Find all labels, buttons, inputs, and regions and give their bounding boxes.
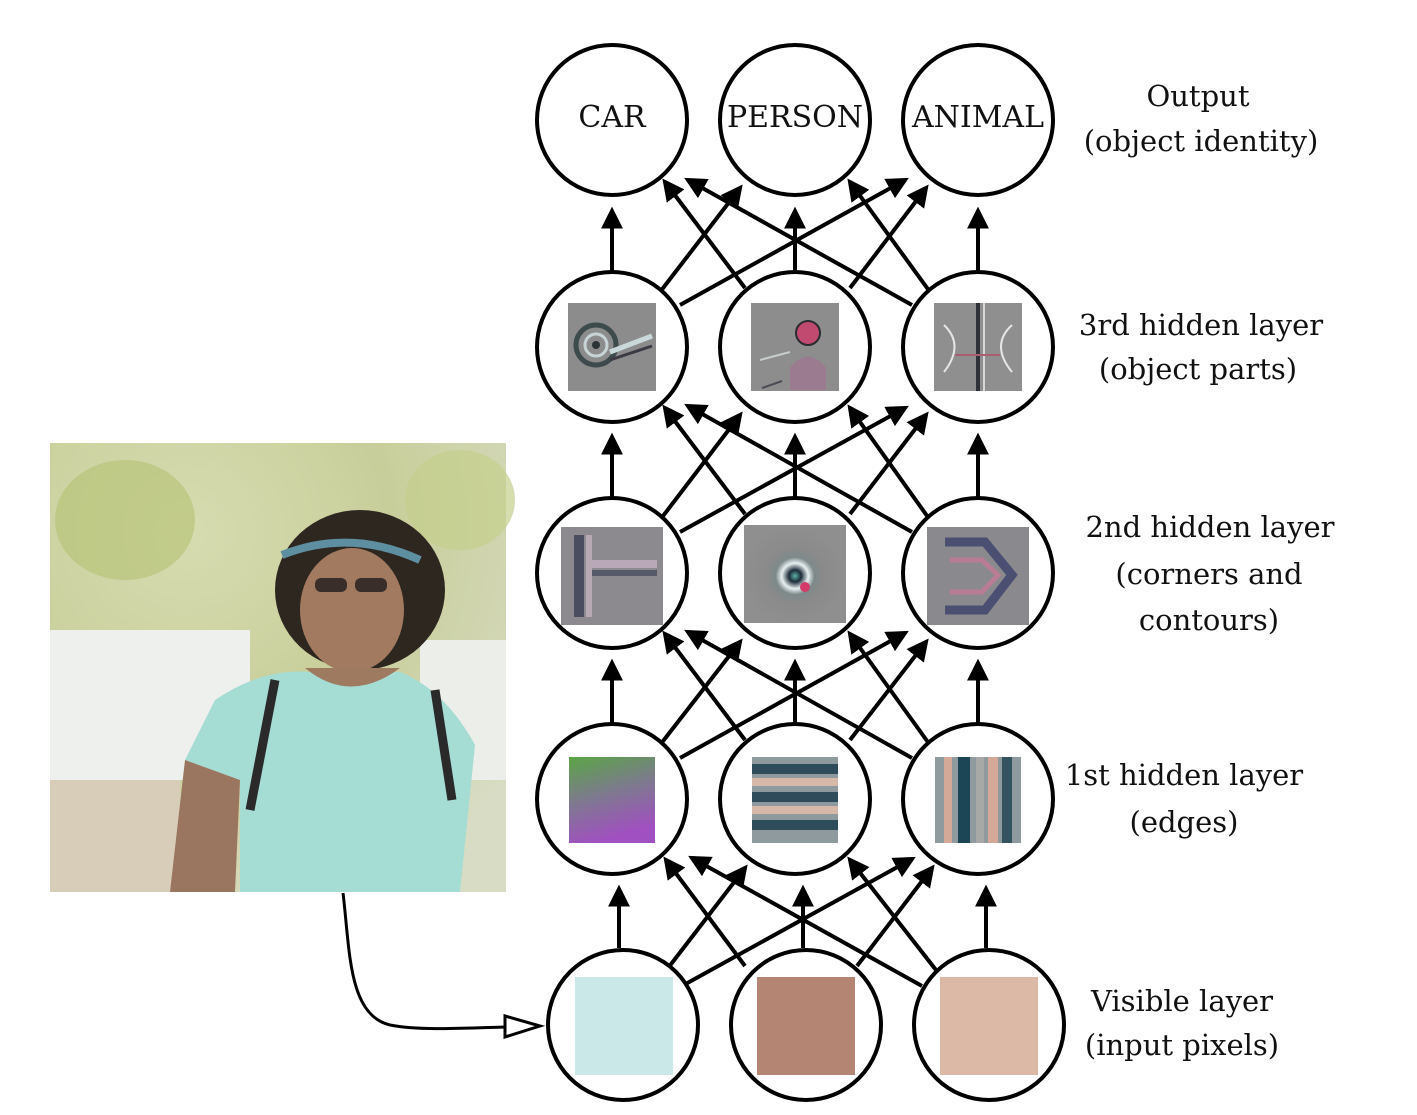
third-layer-node-animal-part [901, 270, 1055, 424]
second-hidden-layer [535, 496, 1055, 650]
edges-visible-to-first [608, 855, 997, 988]
second-layer-node-contour [718, 496, 872, 650]
hollow-arrowhead-icon [503, 1014, 546, 1040]
first-hidden-layer [535, 722, 1055, 876]
output-node-person: PERSON [718, 43, 872, 197]
layer-label-visible-desc: (input pixels) [1085, 1028, 1279, 1062]
layer-label-first-desc: (edges) [1130, 805, 1239, 839]
layer-label-third-desc: (object parts) [1099, 352, 1297, 386]
layer-label-output-name: Output [1146, 79, 1249, 113]
pixel-swatch [940, 977, 1038, 1075]
edges-first-to-second [601, 629, 989, 760]
layer-label-first-name: 1st hidden layer [1065, 758, 1303, 792]
layer-label-third-name: 3rd hidden layer [1079, 308, 1323, 342]
layer-label-visible-name: Visible layer [1090, 984, 1273, 1018]
first-layer-node-gradient [535, 722, 689, 876]
visible-node-pixel-2 [729, 948, 883, 1102]
output-node-label: ANIMAL [911, 100, 1044, 135]
layer-label-output-desc: (object identity) [1084, 124, 1319, 158]
first-layer-node-vertical-stripes [901, 722, 1055, 876]
pixel-swatch [575, 977, 673, 1075]
third-layer-node-wheel [535, 270, 689, 424]
layer-label-second-name: 2nd hidden layer [1085, 510, 1334, 544]
third-layer-node-person-part [718, 270, 872, 424]
third-hidden-layer [535, 270, 1055, 424]
output-node-animal: ANIMAL [901, 43, 1055, 197]
second-layer-node-curves [901, 496, 1055, 650]
output-node-label: CAR [578, 100, 647, 135]
edges-second-to-third [601, 403, 989, 534]
first-layer-node-horizontal-stripes [718, 722, 872, 876]
layer-labels: Output (object identity) 3rd hidden laye… [1065, 79, 1335, 1062]
input-photo [50, 443, 515, 892]
visible-node-pixel-1 [546, 948, 700, 1102]
pixel-swatch [757, 977, 855, 1075]
output-node-label: PERSON [727, 100, 863, 135]
output-node-car: CAR [535, 43, 689, 197]
output-layer: CAR PERSON ANIMAL [535, 43, 1055, 197]
visible-node-pixel-3 [912, 948, 1066, 1102]
layer-label-second-desc-1: (corners and [1115, 557, 1302, 591]
input-connector-arrow [341, 892, 506, 1031]
second-layer-node-corners [535, 496, 689, 650]
edges-third-to-output [601, 177, 989, 307]
layer-label-second-desc-2: contours) [1139, 603, 1279, 637]
visible-layer [546, 948, 1066, 1102]
